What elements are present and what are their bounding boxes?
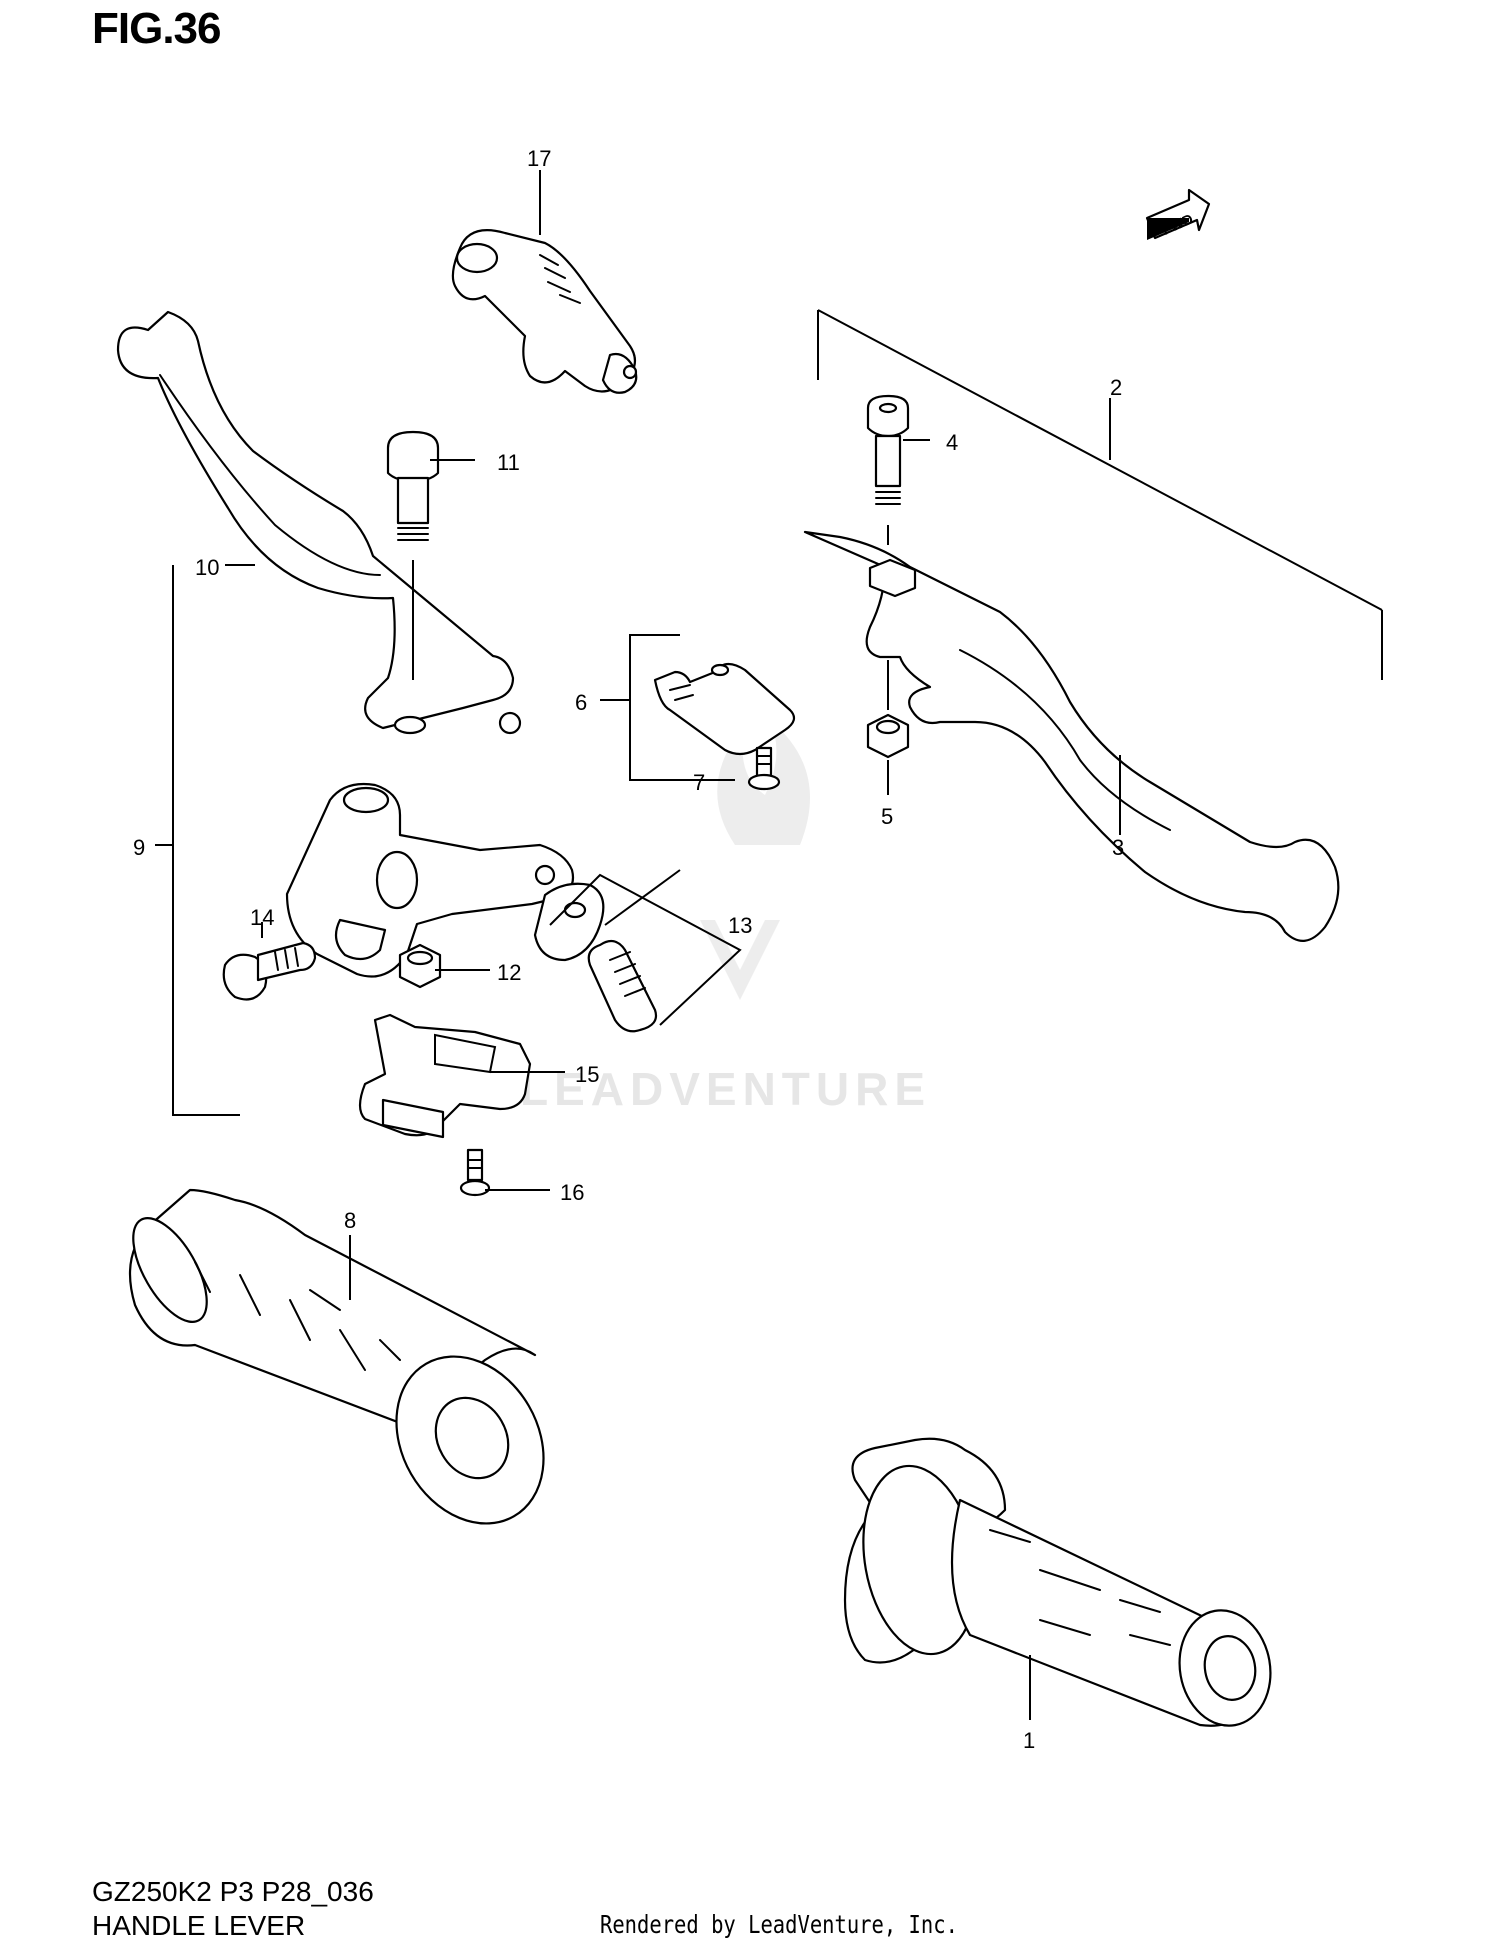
part-6-brake-switch — [653, 662, 796, 756]
callout-9: 9 — [133, 835, 145, 860]
figure-title: FIG.36 — [92, 4, 221, 53]
part-9-lever-holder — [285, 782, 575, 978]
callout-labels: 1 2 3 4 5 6 7 8 9 10 11 12 13 14 15 16 1… — [133, 146, 1124, 1753]
callout-5: 5 — [881, 804, 893, 829]
callout-8: 8 — [344, 1208, 356, 1233]
part-15-switch — [358, 1013, 532, 1139]
part-13-adjuster — [533, 882, 658, 1033]
callout-16: 16 — [560, 1180, 584, 1205]
callout-11: 11 — [497, 450, 520, 475]
callout-15: 15 — [575, 1062, 599, 1087]
callout-10: 10 — [195, 555, 219, 580]
callout-7: 7 — [693, 770, 705, 795]
part-1-grip-right — [843, 1437, 1272, 1727]
part-11-pivot-bolt — [386, 430, 440, 541]
render-credit: Rendered by LeadVenture, Inc. — [600, 1910, 958, 1939]
callout-2: 2 — [1110, 375, 1122, 400]
callout-12: 12 — [497, 960, 521, 985]
section-name: HANDLE LEVER — [92, 1910, 306, 1941]
callout-1: 1 — [1023, 1728, 1035, 1753]
part-12-nut — [398, 943, 442, 989]
part-8-grip-left — [128, 1188, 545, 1525]
watermark-text: LEADVENTURE — [520, 1063, 931, 1115]
part-3-brake-lever — [803, 530, 1340, 942]
part-17-switch-cover — [451, 229, 638, 394]
part-7-screw — [747, 746, 781, 791]
leader-lines — [155, 170, 1383, 1720]
part-10-clutch-lever — [116, 310, 522, 735]
model-code: GZ250K2 P3 P28_036 — [92, 1876, 374, 1907]
callout-13: 13 — [728, 913, 752, 938]
fwd-arrow-icon: FWD — [1145, 188, 1211, 240]
callout-14: 14 — [250, 905, 274, 930]
callout-4: 4 — [946, 430, 958, 455]
callout-6: 6 — [575, 690, 587, 715]
part-5-nut — [866, 713, 910, 759]
callout-17: 17 — [527, 146, 551, 171]
part-14-bolt — [222, 941, 317, 1001]
part-16-screw — [459, 1148, 491, 1197]
callout-3: 3 — [1112, 835, 1124, 860]
part-4-pivot-bolt — [866, 394, 910, 505]
